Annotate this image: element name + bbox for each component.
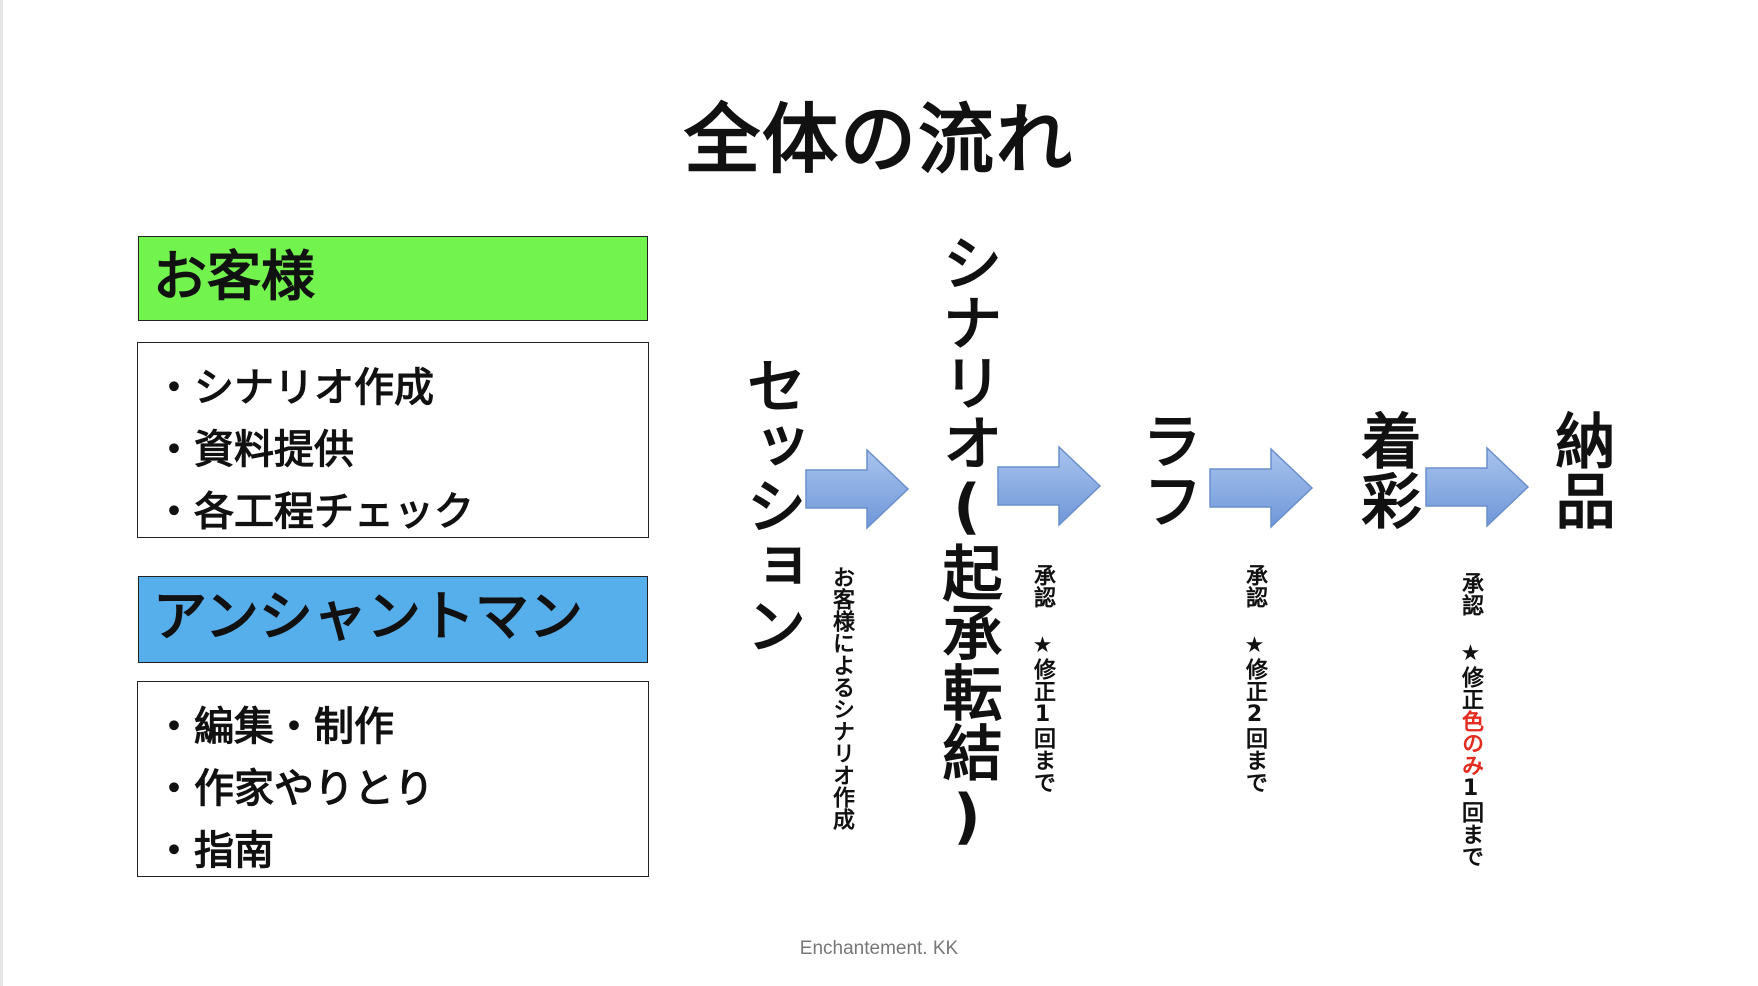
- arrow-right-icon: [1209, 447, 1314, 529]
- note-highlight: 色のみ: [1458, 710, 1483, 776]
- note-approval-2: 承認 ★修正2回まで: [1242, 564, 1267, 793]
- note-approval-1: 承認 ★修正1回まで: [1030, 564, 1055, 793]
- note-approval-color: 承認 ★修正色のみ1回まで: [1458, 572, 1483, 867]
- ancientman-label: アンシャントマン: [138, 576, 648, 663]
- stage-delivery: 納品: [1545, 410, 1615, 530]
- arrow-right-icon: [997, 445, 1102, 527]
- list-item: ・指南: [154, 828, 274, 874]
- stage-session: セッション: [736, 355, 806, 655]
- list-item: ・作家やりとり: [154, 766, 434, 812]
- slide-edge: [0, 0, 3, 986]
- note-prefix: 承認 ★修正: [1458, 572, 1483, 710]
- note-customer-scenario: お客様によるシナリオ作成: [829, 566, 854, 830]
- stage-coloring: 着彩: [1351, 410, 1421, 530]
- arrow-right-icon: [1425, 446, 1530, 528]
- note-suffix: 1回まで: [1458, 776, 1483, 867]
- list-item: ・シナリオ作成: [154, 365, 434, 411]
- list-item: ・資料提供: [154, 427, 354, 473]
- customer-task-list: ・シナリオ作成 ・資料提供 ・各工程チェック: [137, 342, 649, 538]
- arrow-right-icon: [805, 448, 910, 530]
- footer-company: Enchantement. KK: [799, 938, 959, 959]
- slide-title: 全体の流れ: [684, 95, 1074, 184]
- stage-scenario: シナリオ(起承転結): [932, 232, 1002, 852]
- list-item: ・各工程チェック: [154, 489, 474, 535]
- stage-rough: ラフ: [1132, 410, 1202, 530]
- customer-label: お客様: [138, 236, 648, 321]
- list-item: ・編集・制作: [154, 704, 394, 750]
- ancientman-task-list: ・編集・制作 ・作家やりとり ・指南: [137, 681, 649, 877]
